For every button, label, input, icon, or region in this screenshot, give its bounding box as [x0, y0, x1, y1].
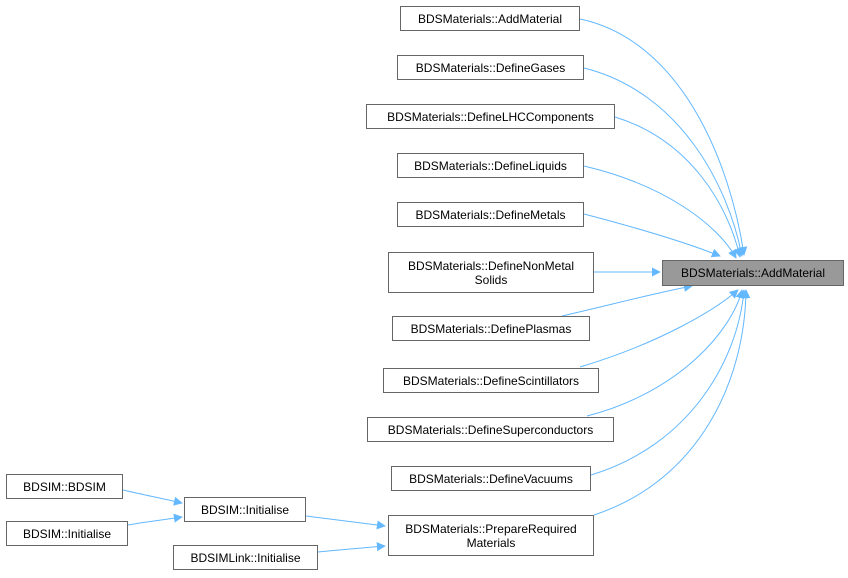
node-label: BDSMaterials::DefineGases	[415, 60, 566, 75]
node-label: BDSMaterials::DefineSuperconductors	[387, 422, 594, 437]
edge-define-lhc	[614, 116, 743, 258]
node-label: BDSMaterials::DefineScintillators	[402, 373, 580, 388]
edge-define-superconductors	[586, 289, 745, 417]
edge-bdsim-initialise-caller-to-initialise	[127, 513, 183, 526]
node-bdsim-constructor[interactable]: BDSIM::BDSIM	[6, 474, 123, 499]
node-define-nonmetal-solids[interactable]: BDSMaterials::DefineNonMetal Solids	[388, 252, 594, 293]
node-label-multiline: BDSMaterials::DefineNonMetal Solids	[400, 259, 582, 287]
node-define-scintillators[interactable]: BDSMaterials::DefineScintillators	[383, 368, 599, 393]
edge-bdsim-initialise-to-prepare	[305, 515, 386, 530]
node-define-superconductors[interactable]: BDSMaterials::DefineSuperconductors	[367, 417, 614, 442]
edge-prepare	[593, 289, 751, 516]
node-define-metals[interactable]: BDSMaterials::DefineMetals	[397, 202, 584, 227]
node-label: BDSIM::Initialise	[22, 526, 112, 541]
node-label: BDSMaterials::DefinePlasmas	[410, 321, 572, 336]
node-label-line: BDSMaterials::DefineNonMetal	[407, 258, 575, 273]
edge-define-metals	[583, 213, 721, 258]
node-label: BDSIMLink::Initialise	[190, 550, 301, 565]
node-prepare-required-materials[interactable]: BDSMaterials::PrepareRequired Materials	[388, 515, 594, 556]
node-label: BDSMaterials::DefineVacuums	[409, 471, 573, 486]
node-label: BDSIM::Initialise	[200, 502, 290, 517]
edge-define-gases	[583, 67, 745, 257]
node-label: BDSMaterials::DefineLiquids	[414, 158, 567, 173]
edge-define-scintillators	[579, 289, 739, 368]
node-label-multiline: BDSMaterials::PrepareRequired Materials	[397, 522, 584, 550]
edge-define-liquids	[583, 165, 737, 259]
node-add-material-caller[interactable]: BDSMaterials::AddMaterial	[400, 6, 580, 31]
node-label: BDSIM::BDSIM	[23, 479, 106, 494]
node-define-lhc-components[interactable]: BDSMaterials::DefineLHCComponents	[366, 104, 615, 129]
edge-bdsim-constructor-to-initialise	[122, 489, 183, 506]
node-bdsim-initialise-caller[interactable]: BDSIM::Initialise	[6, 521, 128, 546]
node-define-liquids[interactable]: BDSMaterials::DefineLiquids	[397, 153, 584, 178]
node-label-line: BDSMaterials::PrepareRequired	[405, 521, 577, 536]
edge-define-vacuums	[590, 289, 748, 476]
node-label: BDSMaterials::DefineMetals	[415, 207, 566, 222]
node-target-add-material: BDSMaterials::AddMaterial	[662, 260, 844, 286]
node-bdsimlink-initialise[interactable]: BDSIMLink::Initialise	[173, 545, 318, 570]
node-label: BDSMaterials::DefineLHCComponents	[387, 109, 594, 124]
edge-define-plasmas	[561, 283, 693, 317]
edge-bdsimlink-to-prepare	[317, 542, 386, 553]
node-label-line: Materials	[466, 535, 516, 550]
node-label: BDSMaterials::AddMaterial	[417, 11, 563, 26]
edge-add-material-caller	[579, 18, 748, 256]
node-label-line: Solids	[474, 272, 508, 287]
node-bdsim-initialise[interactable]: BDSIM::Initialise	[184, 497, 306, 522]
node-define-plasmas[interactable]: BDSMaterials::DefinePlasmas	[392, 316, 590, 341]
node-target-label: BDSMaterials::AddMaterial	[680, 266, 826, 280]
node-define-vacuums[interactable]: BDSMaterials::DefineVacuums	[391, 466, 591, 491]
node-define-gases[interactable]: BDSMaterials::DefineGases	[397, 55, 584, 80]
